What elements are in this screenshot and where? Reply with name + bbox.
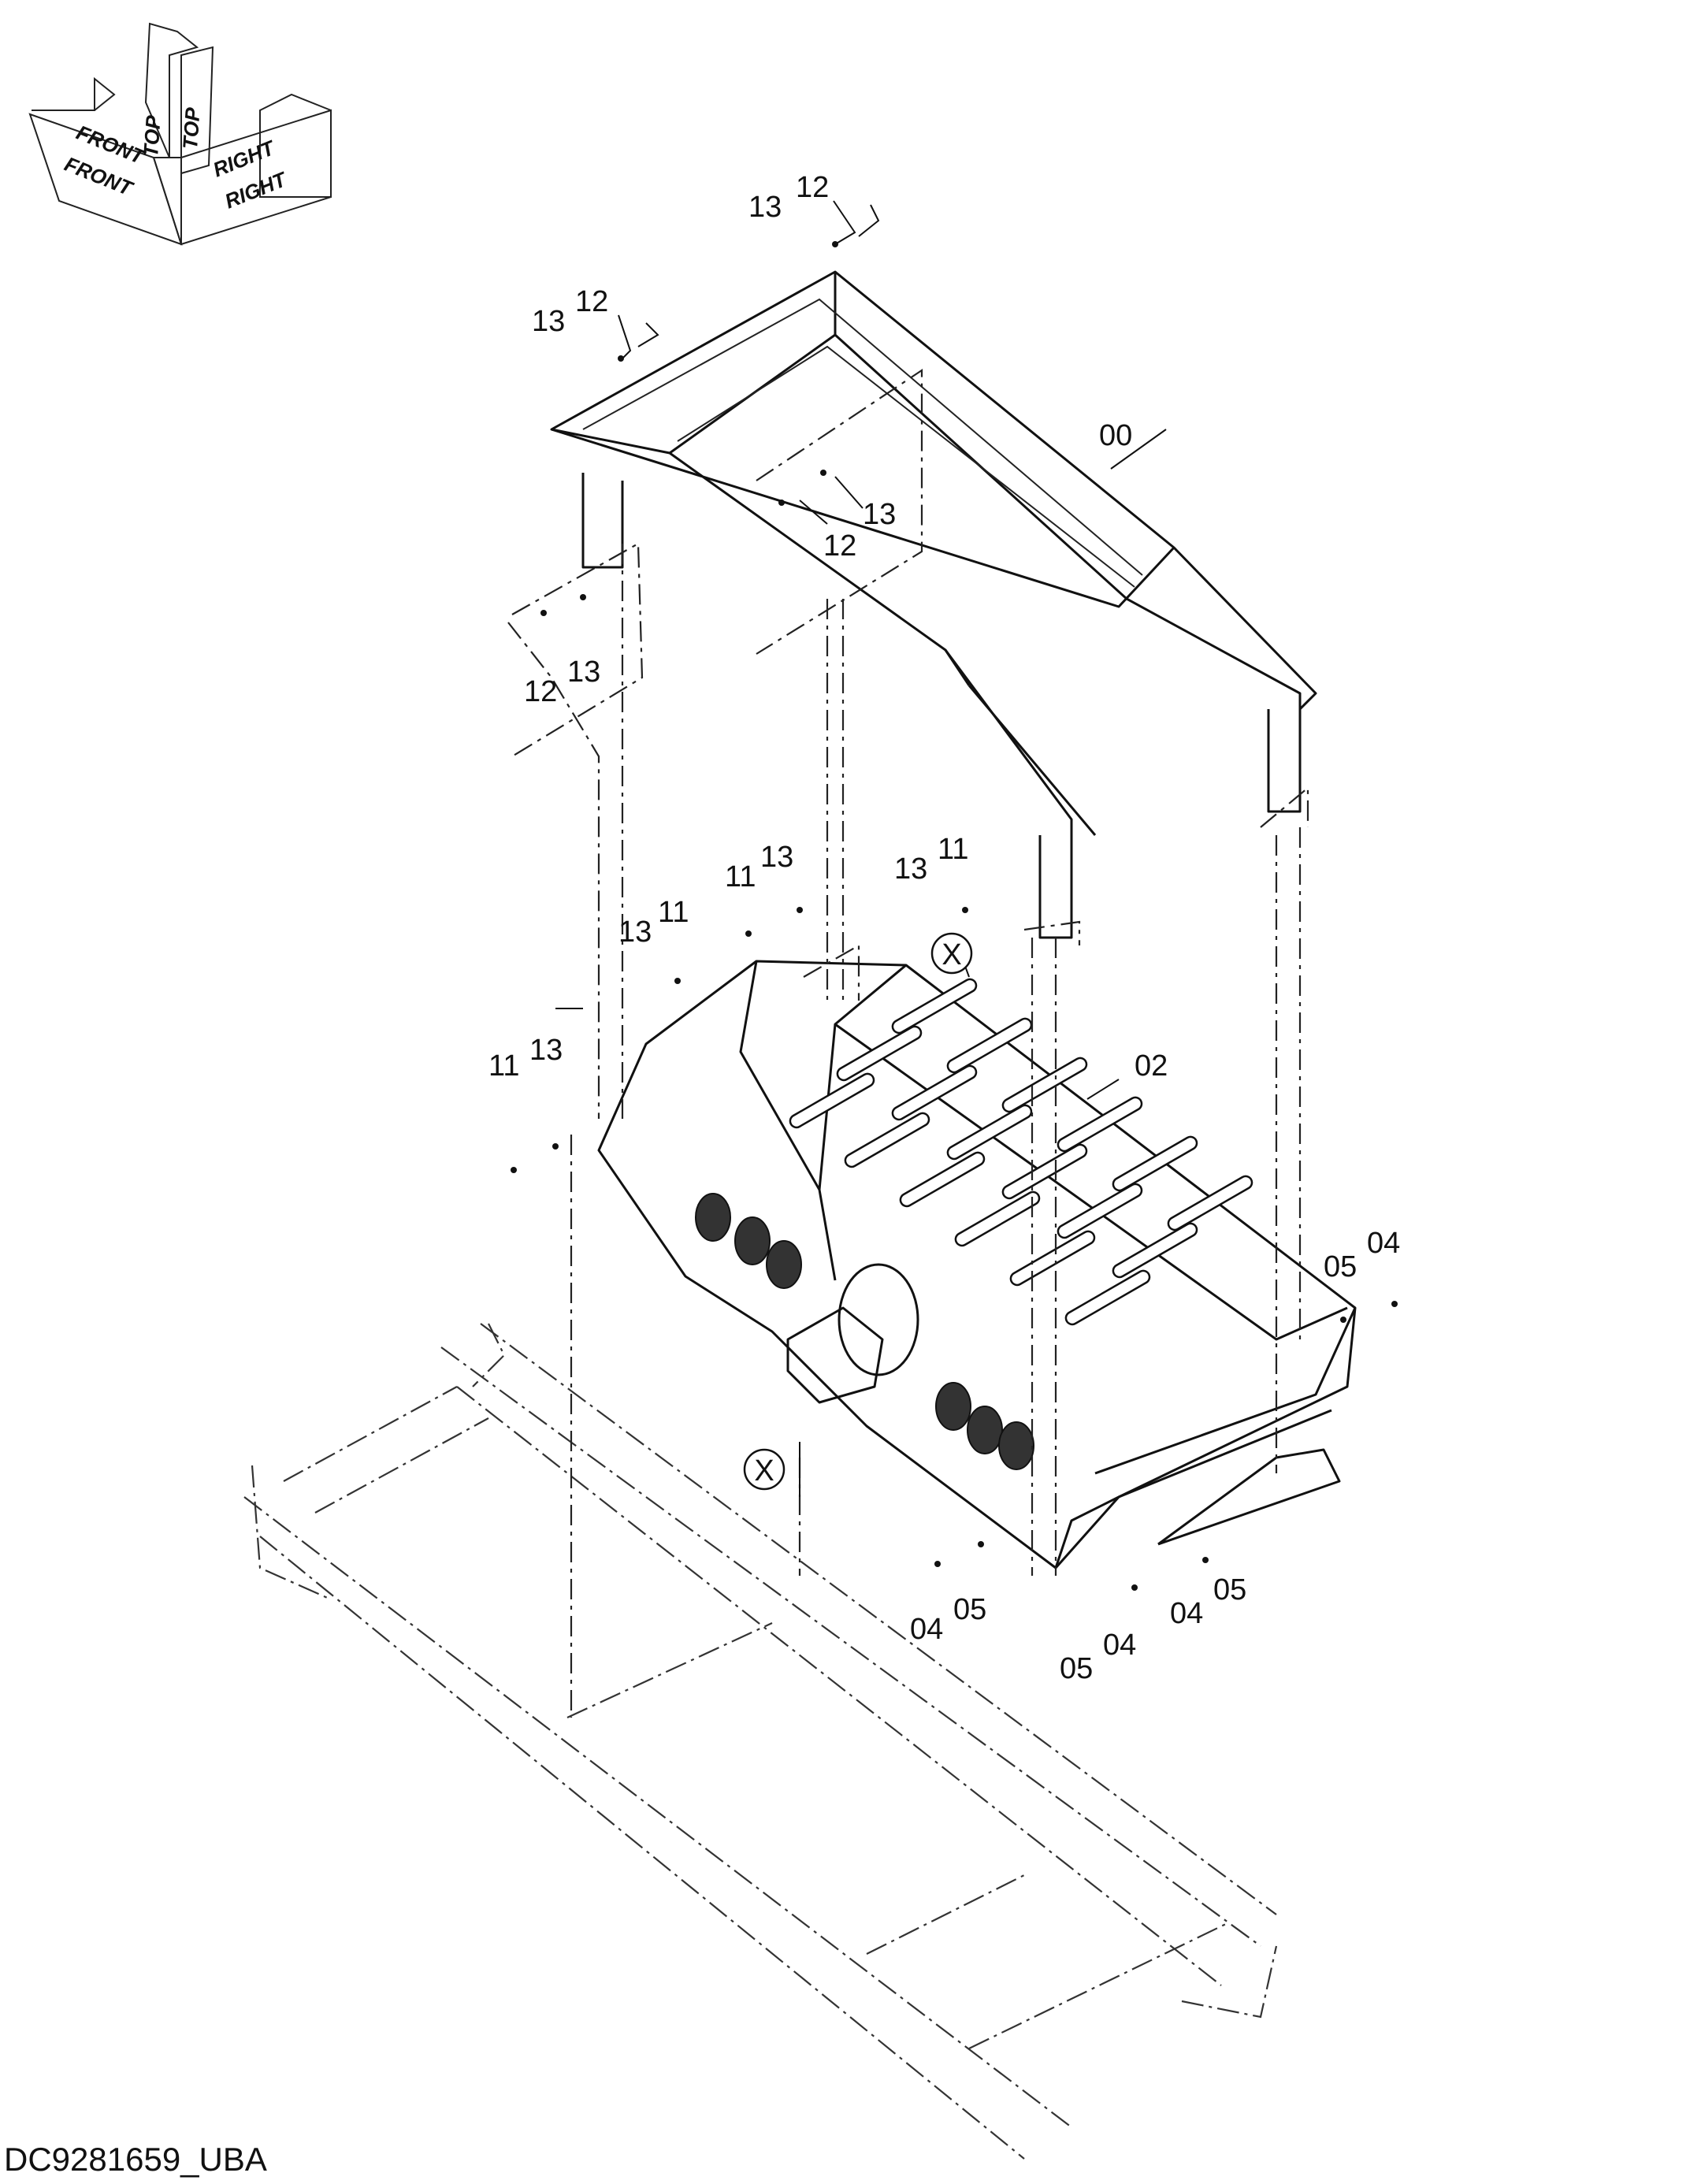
callout-04-bottom-a: 04 (910, 1613, 943, 1646)
callout-13-hopper-mid: 13 (863, 498, 896, 531)
callout-11-upper-b: 11 (938, 833, 968, 866)
callout-05-bottom-c: 05 (1213, 1573, 1246, 1606)
detail-marker-lower-label: X (754, 1454, 774, 1488)
screen-box-assembly (597, 960, 1357, 1569)
callout-11-upper-a: 11 (725, 860, 756, 893)
callout-04-bottom-c: 04 (1170, 1597, 1203, 1630)
callout-13-leg: 13 (567, 656, 600, 689)
callout-13-upper-a: 13 (760, 841, 793, 874)
callout-11-far-left: 11 (488, 1049, 519, 1083)
detail-marker-lower: X (743, 1448, 786, 1491)
fastener-dots (511, 241, 1398, 1591)
callout-04-bottom-b: 04 (1103, 1629, 1136, 1662)
callout-13-far-left: 13 (529, 1034, 563, 1067)
leader-lines (555, 200, 1167, 1497)
hopper-assembly (550, 270, 1317, 939)
orientation-symbol: TOP TOP FRONT FRONT RIGHT RIGHT (28, 22, 332, 246)
chassis-frame-phantom (243, 1323, 1278, 2160)
callout-12-left-top: 12 (575, 285, 608, 318)
callout-04-right: 04 (1367, 1227, 1400, 1260)
callout-11-left: 11 (658, 896, 689, 929)
detail-marker-upper: X (930, 932, 973, 975)
detail-marker-upper-label: X (941, 938, 961, 971)
callout-labels: 00 02 12 13 12 13 13 12 12 13 11 13 13 1… (488, 171, 1400, 1685)
screen-deck-slots (789, 978, 1253, 1326)
top-label-2: TOP (178, 106, 205, 150)
callout-05-bottom-b: 05 (1060, 1652, 1093, 1685)
callout-00: 00 (1099, 419, 1132, 452)
callout-12-top: 12 (796, 171, 829, 204)
callout-05-right: 05 (1324, 1250, 1357, 1283)
springs (695, 1193, 1034, 1470)
top-label-1: TOP (139, 114, 165, 158)
callout-13-left: 13 (618, 916, 652, 949)
callout-13-left-top: 13 (532, 305, 565, 338)
callout-02: 02 (1135, 1049, 1168, 1083)
callout-05-bottom-a: 05 (953, 1593, 986, 1626)
callout-12-leg: 12 (524, 675, 557, 708)
callout-13-top: 13 (748, 191, 782, 224)
drawing-number: DC9281659_UBA (4, 2141, 267, 2178)
callout-13-upper-b: 13 (894, 852, 927, 886)
callout-12-hopper-mid: 12 (823, 529, 856, 563)
